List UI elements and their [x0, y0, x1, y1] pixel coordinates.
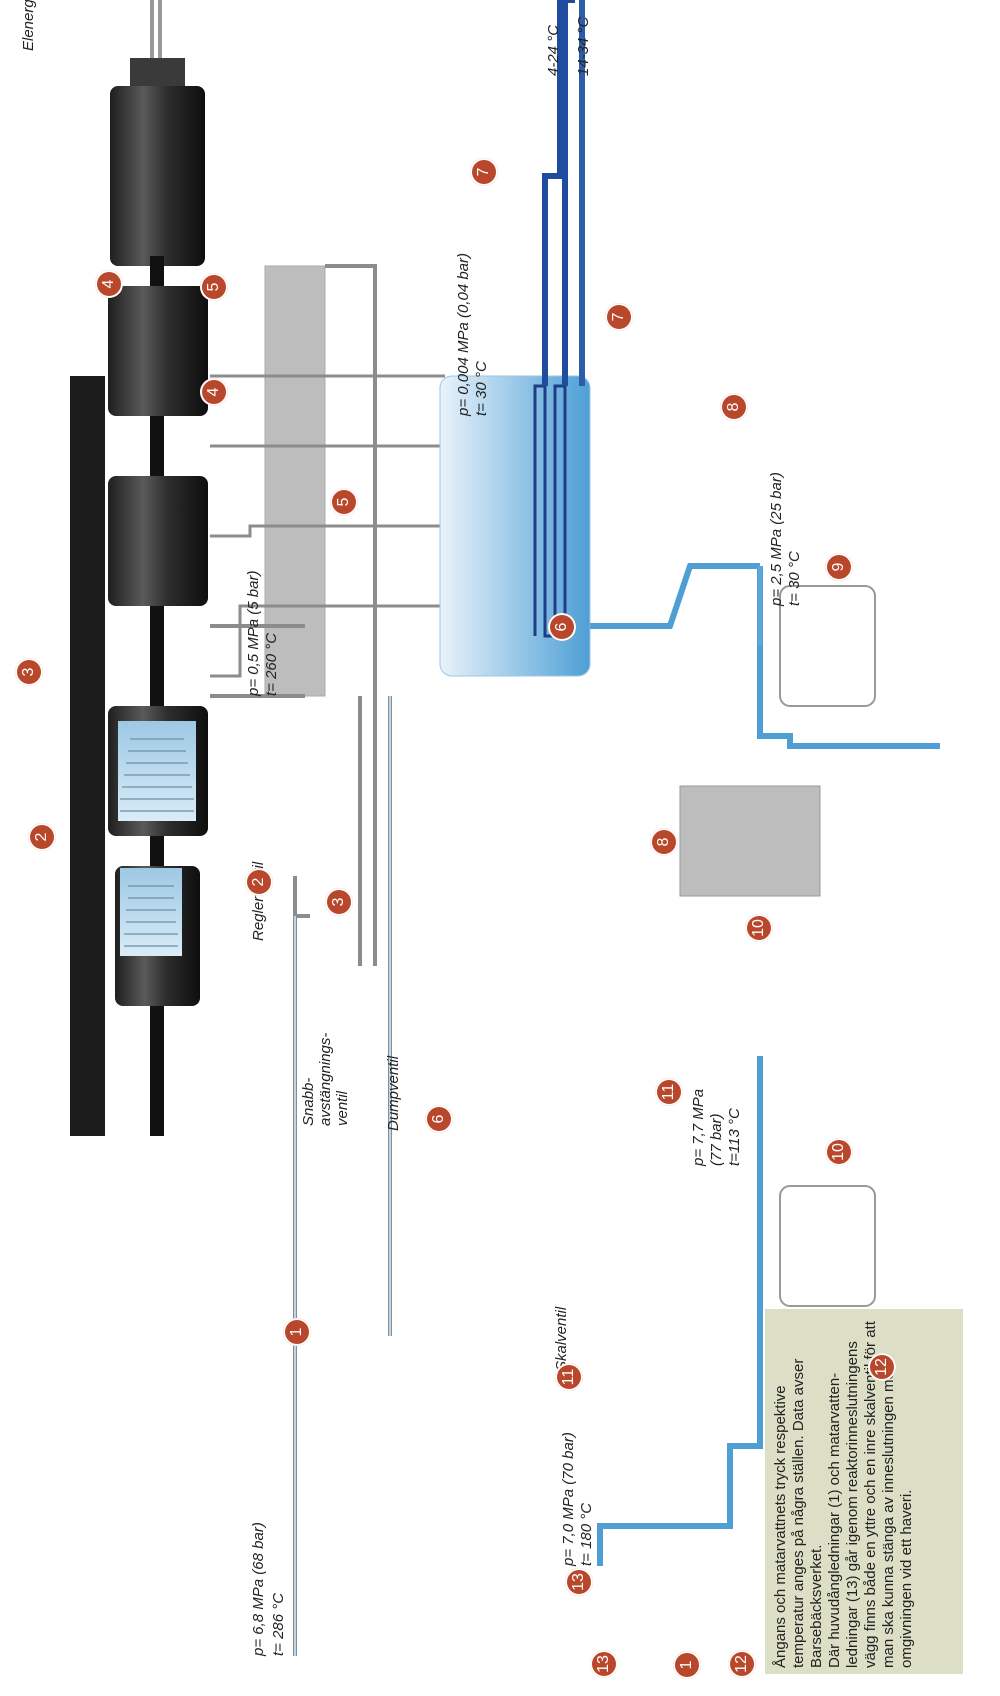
label-t-pump: t= 30 °C: [786, 551, 803, 606]
badge-6b: 6: [425, 1105, 453, 1133]
badge-1: 1: [283, 1318, 311, 1346]
label-p-steam-in: p= 6,8 MPa (68 bar): [250, 1522, 267, 1656]
label-p-fw-2: (77 bar): [708, 1113, 725, 1166]
main-steam-line: [295, 916, 310, 1656]
badge-10: 10: [745, 914, 773, 942]
feedwater-heaters: [780, 586, 875, 1306]
badge-5: 5: [330, 488, 358, 516]
label-t-fw: t=113 °C: [726, 1108, 743, 1166]
label-t-steam-in: t= 286 °C: [270, 1593, 287, 1656]
badge-6: 6: [548, 613, 576, 641]
label-t-cond: t= 30 °C: [473, 361, 490, 416]
label-p-cond: p= 0,004 MPa (0,04 bar): [455, 253, 472, 416]
badge-8b: 8: [650, 828, 678, 856]
badge-3: 3: [325, 888, 353, 916]
badge-2: 2: [245, 868, 273, 896]
badge-13: 13: [565, 1568, 593, 1596]
badge-12: 12: [868, 1353, 896, 1381]
label-skalventil: Skalventil: [553, 1307, 570, 1371]
hp-to-separator: [325, 266, 375, 966]
label-p-reheat: p= 0,5 MPa (5 bar): [245, 571, 262, 696]
badge-10b: 10: [825, 1138, 853, 1166]
label-dumpventil: Dumpventil: [385, 1056, 402, 1131]
badge-2b: 2: [28, 823, 56, 851]
label-cool-out: 4-24 °C: [545, 25, 562, 76]
cooling-out: [565, 0, 575, 386]
generator: [110, 0, 205, 266]
label-p-pump: p= 2,5 MPa (25 bar): [768, 472, 785, 606]
badge-3b: 3: [15, 658, 43, 686]
turbine-foundation: [70, 376, 105, 1136]
label-snabb-3: ventil: [334, 1091, 351, 1126]
moisture-separator: [265, 266, 325, 696]
badge-8: 8: [720, 393, 748, 421]
badge-9: 9: [825, 553, 853, 581]
badge-4b: 4: [95, 270, 123, 298]
lp-turbine-b: [108, 286, 208, 416]
badge-12b: 12: [728, 1650, 756, 1678]
badge-7: 7: [605, 303, 633, 331]
label-snabb-2: avstängnings-: [317, 1033, 334, 1126]
badge-11b: 11: [555, 1363, 583, 1391]
badge-5b: 5: [200, 273, 228, 301]
badge-7b: 7: [470, 158, 498, 186]
label-t-out: t= 180 °C: [578, 1503, 595, 1566]
label-elenergi: Elenergi: [20, 0, 37, 51]
hp-turbine: [115, 866, 200, 1006]
note-para-1: Ångans och matarvattnets tryck respektiv…: [772, 1313, 826, 1668]
lp-turbine-a: [108, 476, 208, 606]
label-p-fw-1: p= 7,7 MPa: [690, 1089, 707, 1166]
feedwater-tank: [680, 786, 820, 896]
badge-11: 11: [655, 1078, 683, 1106]
badge-4: 4: [200, 378, 228, 406]
ip-turbine: [108, 706, 208, 836]
condensate-line: [590, 566, 760, 626]
label-p-out: p= 7,0 MPa (70 bar): [560, 1432, 577, 1566]
badge-13b: 13: [590, 1650, 618, 1678]
label-t-reheat: t= 260 °C: [263, 633, 280, 696]
label-cool-in: 14-34 °C: [575, 17, 592, 76]
badge-1b: 1: [673, 1651, 701, 1679]
label-snabb-1: Snabb-: [300, 1078, 317, 1126]
